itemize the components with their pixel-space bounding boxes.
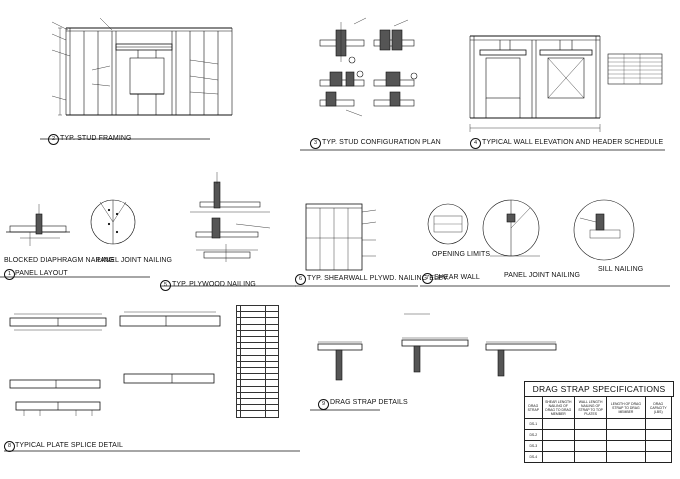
drag-strap-cell	[541, 418, 575, 430]
drag-strap-table: DRAG STRAP SHEAR LENGTH NAILING OF DRAG …	[524, 396, 672, 463]
caption-panel-joint-nailing-2: PANEL JOINT NAILING	[504, 272, 581, 279]
drag-strap-cell	[644, 429, 672, 441]
detail-5-number: 5	[160, 280, 171, 291]
drag-strap-header-0: DRAG STRAP	[524, 396, 543, 419]
drag-strap-cell	[606, 418, 646, 430]
plywood-nailing-drawing	[160, 172, 296, 287]
drag-strap-table-title: DRAG STRAP SPECIFICATIONS	[524, 381, 674, 397]
detail-1-title: PANEL LAYOUT	[15, 270, 68, 277]
nailing-schedule-table	[236, 304, 279, 418]
drag-strap-cell	[573, 440, 608, 452]
detail-7-number: 7	[422, 273, 433, 284]
panel-layout-drawing	[0, 199, 150, 278]
plate-splice-drawing	[4, 311, 300, 452]
drag-strap-cell	[573, 451, 608, 463]
detail-9-number: 9	[318, 399, 329, 410]
stud-configuration-drawing	[300, 17, 480, 151]
drag-strap-cell	[541, 429, 575, 441]
detail-2-number: 2	[48, 134, 59, 145]
detail-6-number: 6	[295, 274, 306, 285]
drag-strap-header-3: LENGTH OF DRAG STRAP TO DRAG MEMBER	[606, 396, 646, 419]
caption-sill-nailing: SILL NAILING	[598, 266, 644, 273]
drag-strap-cell: DS-4	[524, 451, 543, 463]
drag-strap-cell: DS-1	[524, 418, 543, 430]
drag-strap-cell	[644, 440, 672, 452]
detail-8-title: TYPICAL PLATE SPLICE DETAIL	[15, 442, 123, 449]
drag-strap-drawing	[310, 313, 557, 411]
drag-strap-cell	[541, 451, 575, 463]
drag-strap-header-1: SHEAR LENGTH NAILING OF DRAG TO DRAG MEM…	[541, 396, 575, 419]
drag-strap-cell	[606, 451, 646, 463]
detail-6-title: TYP. SHEARWALL PLYWD. NAILING ELEV.	[307, 275, 449, 282]
drag-strap-header-4: DRAG CAPACITY (LBS)	[644, 396, 672, 419]
caption-blocked-diaphragm: BLOCKED DIAPHRAGM NAILING	[4, 257, 115, 264]
detail-4-title: TYPICAL WALL ELEVATION AND HEADER SCHEDU…	[482, 139, 664, 146]
drag-strap-cell	[573, 429, 608, 441]
drag-strap-cell	[644, 418, 672, 430]
drag-strap-cell: DS-3	[524, 440, 543, 452]
detail-8-number: 8	[4, 441, 15, 452]
wall-elevation-drawing	[469, 35, 665, 151]
detail-5-title: TYP. PLYWOOD NAILING	[172, 281, 256, 288]
detail-7-title: SHEAR WALL	[434, 274, 480, 281]
caption-opening-limits: OPENING LIMITS	[432, 251, 491, 258]
shearwall-nailing-drawing	[295, 203, 418, 287]
drag-strap-header-2: WALL LENGTH NAILING OF STRAP TO TOP PLAT…	[573, 396, 608, 419]
caption-panel-joint-nailing-1: PANEL JOINT NAILING	[96, 257, 173, 264]
shear-wall-drawing	[420, 199, 670, 287]
detail-4-number: 4	[470, 138, 481, 149]
stud-framing-drawing	[40, 17, 233, 140]
detail-1-number: 1	[4, 269, 15, 280]
drag-strap-cell	[541, 440, 575, 452]
drag-strap-cell	[606, 440, 646, 452]
detail-2-title: TYP. STUD FRAMING	[60, 135, 132, 142]
drag-strap-cell	[606, 429, 646, 441]
detail-3-title: TYP. STUD CONFIGURATION PLAN	[322, 139, 441, 146]
detail-3-number: 3	[310, 138, 321, 149]
drag-strap-cell	[573, 418, 608, 430]
detail-9-title: DRAG STRAP DETAILS	[330, 399, 408, 406]
drag-strap-cell: DS-2	[524, 429, 543, 441]
drag-strap-cell	[644, 451, 672, 463]
